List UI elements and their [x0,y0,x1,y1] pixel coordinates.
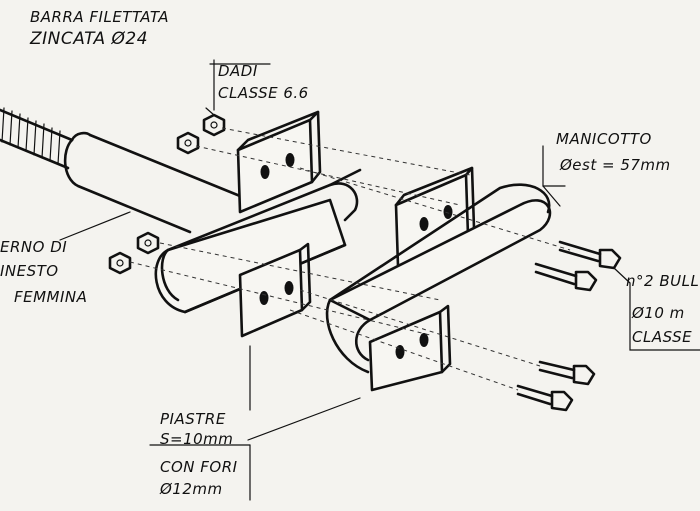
left-half-sleeve [154,110,362,338]
label-barra-2: ZINCATA Ø24 [30,29,149,49]
label-perno-1: ERNO DI [0,238,68,256]
pin-rod [63,131,242,234]
label-piastre-3: CON FORI [160,458,238,476]
plate-holes [259,153,453,359]
label-manicotto-1: MANICOTTO [556,130,652,148]
label-dadi-2: CLASSE 6.6 [218,84,309,102]
label-piastre-1: PIASTRE [160,410,226,428]
label-piastre-4: Ø12mm [160,480,223,498]
label-bulloni-3: CLASSE [632,328,693,346]
bolts [516,240,622,412]
label-dadi-1: DADI [218,62,258,80]
label-barra-1: BARRA FILETTATA [30,8,169,26]
right-half-sleeve [325,166,552,392]
leader-lines [59,59,700,501]
label-perno-3: FEMMINA [14,288,88,306]
label-bulloni-2: Ø10 m [632,304,685,322]
threaded-rod [0,107,74,170]
label-piastre-2: S=10mm [160,430,234,448]
label-bulloni-1: n°2 BULL [626,272,700,290]
nuts [108,113,226,275]
label-manicotto-2: Øest = 57mm [560,156,671,174]
label-perno-2: INESTO [0,262,59,280]
alignment-lines [129,127,571,391]
